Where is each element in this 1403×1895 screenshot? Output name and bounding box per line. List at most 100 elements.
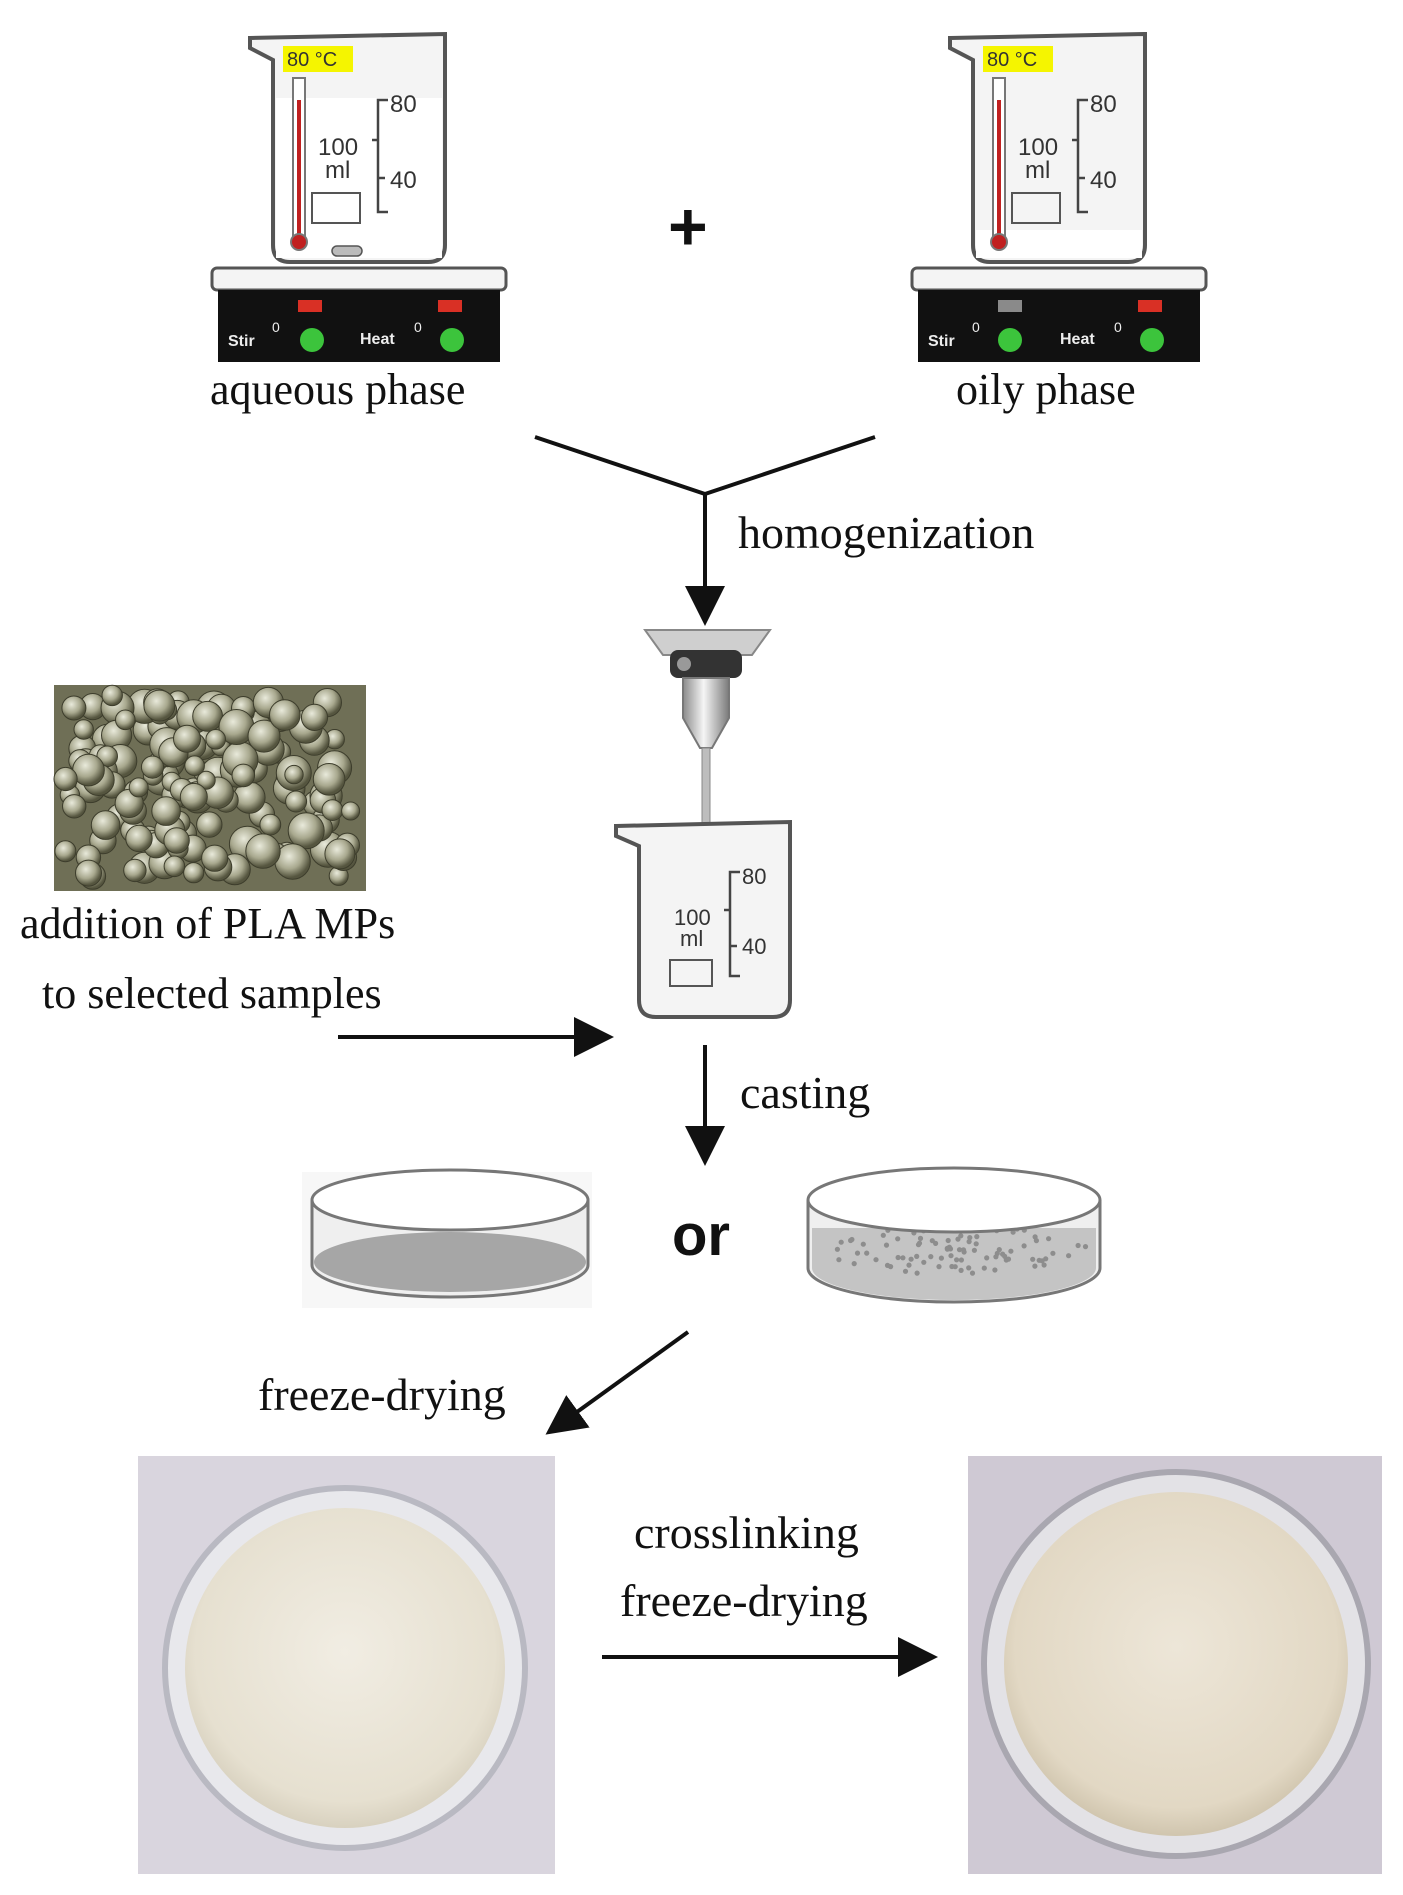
particle-dot [1066,1253,1072,1259]
temp-highlight [283,46,353,72]
tick-40: 40 [742,934,766,959]
particle-dot [902,1268,909,1274]
beaker-label-box [669,959,713,987]
aqueous-beaker-hotplate: 80 °C 80 40 100 ml Stir 0 Heat 0 [210,31,508,362]
particle-dot [933,1240,939,1246]
knob-zero: 0 [272,319,280,335]
petri-dish-plain [302,1168,592,1308]
particle-dot [848,1237,854,1244]
microparticle [196,811,223,838]
particle-dot [1021,1243,1027,1249]
sponge-photo-after [968,1456,1382,1874]
particle-dot [1008,1248,1014,1254]
volume-100: 100 [318,134,358,161]
particle-dot [906,1262,912,1268]
casting-label: casting [740,1067,870,1118]
particle-dot [834,1246,841,1252]
microparticle [245,833,281,869]
beaker-label-box [311,192,361,224]
microparticle [61,794,87,819]
particle-dot [936,1264,942,1270]
particle-dot [958,1257,965,1263]
particle-dot [992,1267,998,1273]
particle-dot [838,1239,844,1245]
sponge-photo-before [138,1456,555,1874]
particle-dot [944,1246,951,1252]
stir-indicator [998,300,1022,312]
hotplate-top [910,266,1208,292]
particle-dot [971,1247,978,1253]
volume-ml: ml [1025,157,1050,184]
particle-dot [883,1242,890,1248]
stir-knob-icon [998,328,1022,352]
microparticle [123,858,147,883]
particle-dot [969,1270,976,1276]
microparticle [101,684,123,707]
heat-indicator [438,300,462,312]
microparticle [163,855,186,878]
particle-dot [993,1254,999,1260]
particle-dot [854,1250,861,1256]
heat-knob-icon [1140,328,1164,352]
particle-dot [1033,1238,1039,1244]
volume-100: 100 [674,905,711,930]
freeze-drying-arrow [545,1330,690,1435]
microparticle [324,838,356,870]
freeze-drying-label-2: freeze-drying [620,1575,868,1626]
stir-bar [331,245,363,257]
particle-dot [960,1247,967,1253]
particle-dot [1075,1242,1081,1249]
oily-beaker-hotplate: 80 °C 80 40 100 ml Stir 0 Heat 0 [910,31,1208,362]
particle-dot [884,1262,891,1268]
microparticle [247,719,281,753]
microparticle [173,724,201,753]
particle-dot [864,1250,870,1256]
oily-phase-label: oily phase [956,365,1136,414]
heat-label: Heat [360,331,395,348]
tick-80: 80 [742,864,766,889]
homogenization-label: homogenization [738,507,1034,558]
microparticle [231,763,256,788]
particle-dot [895,1254,901,1261]
addition-label-line2: to selected samples [42,969,382,1018]
particle-dot [921,1259,927,1265]
stir-label: Stir [928,333,955,350]
temp-label: 80 °C [287,49,337,71]
crosslinking-label: crosslinking [634,1507,859,1558]
particle-dot [917,1235,924,1241]
particle-dot [938,1255,945,1261]
particle-dot [928,1254,934,1260]
microparticle [140,755,165,779]
microparticle [128,777,149,798]
emulsion-beaker: 80 40 100 ml [614,819,792,1019]
tick-40: 40 [1090,167,1117,194]
particle-dot [873,1257,879,1263]
beaker-label-box [1011,192,1061,224]
microparticle [285,790,308,813]
particle-dot [836,1257,842,1263]
microparticle [183,862,205,884]
microparticle [163,827,190,854]
particle-dot [895,1236,901,1242]
hotplate-top [210,266,508,292]
addition-label-line1: addition of PLA MPs [20,899,395,948]
stir-label: Stir [228,333,255,350]
particle-dot [967,1235,973,1241]
pla-microparticles-image [53,684,366,891]
microparticle [179,782,208,811]
petri-dish-with-particles [806,1166,1102,1304]
particle-dot [1041,1262,1047,1268]
microparticle [53,766,78,792]
microparticle [61,695,87,721]
microparticle [90,810,121,840]
freeze-drying-label: freeze-drying [258,1369,506,1420]
particle-dot [1039,1258,1045,1264]
particle-dot [1002,1253,1008,1259]
microparticle [184,755,205,777]
microparticle [196,770,216,790]
particle-dot [914,1253,920,1259]
tick-80: 80 [390,91,417,118]
particle-dot [880,1232,886,1238]
particle-dot [900,1255,906,1261]
